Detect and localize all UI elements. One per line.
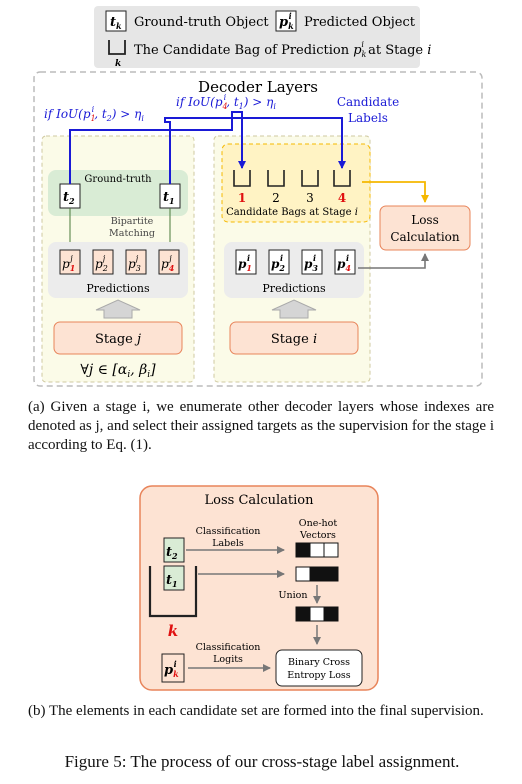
svg-text:One-hot: One-hot bbox=[299, 518, 338, 529]
bce-loss-box bbox=[275, 649, 363, 687]
candidate-labels-text: Candidate bbox=[337, 95, 399, 109]
stage-i-box bbox=[229, 321, 359, 355]
svg-text:Loss: Loss bbox=[411, 213, 439, 227]
predictions-j-box bbox=[48, 242, 188, 298]
svg-text:Entropy Loss: Entropy Loss bbox=[287, 670, 351, 681]
svg-text:Classification: Classification bbox=[196, 526, 261, 537]
union-label: Union bbox=[278, 590, 307, 601]
predictions-i-label: Predictions bbox=[262, 282, 326, 295]
svg-text:k: k bbox=[115, 59, 121, 69]
onehot-vector-2 bbox=[295, 566, 339, 582]
bag-k-label: k bbox=[168, 622, 178, 640]
loss-calculation-panel: Loss Calculation t2 t1 k pki Classificat… bbox=[139, 485, 379, 691]
legend-pred-label: Predicted Object bbox=[304, 15, 416, 30]
stage-j-label: Stage j bbox=[95, 332, 141, 347]
loss-calculation-box bbox=[379, 205, 471, 251]
predictions-i-box bbox=[224, 242, 364, 298]
candidate-bags-box bbox=[221, 143, 371, 223]
svg-text:t1: t1 bbox=[163, 190, 175, 206]
svg-text:p4j: p4j bbox=[161, 254, 175, 273]
svg-text:2: 2 bbox=[272, 191, 280, 205]
caption-b: (b) The elements in each candidate set a… bbox=[28, 703, 484, 719]
svg-text:Labels: Labels bbox=[212, 538, 244, 549]
stage-j-box bbox=[53, 321, 183, 355]
svg-text:p2i: p2i bbox=[271, 253, 285, 273]
svg-text:t2: t2 bbox=[63, 190, 75, 206]
svg-text:Classification: Classification bbox=[196, 642, 261, 653]
svg-text:tk: tk bbox=[110, 15, 122, 31]
caption-a: (a) Given a stage i, we enumerate other … bbox=[28, 399, 494, 453]
preds-to-loss-arrow bbox=[358, 253, 429, 269]
decoder-layers-panel: Decoder Layers Ground-truth t2 t1 Bipart… bbox=[33, 71, 483, 387]
svg-text:Vectors: Vectors bbox=[299, 530, 336, 541]
bags-to-loss-arrow bbox=[362, 181, 429, 203]
ground-truth-label: Ground-truth bbox=[84, 174, 152, 185]
figure-caption: Figure 5: The process of our cross-stage… bbox=[64, 752, 460, 771]
condition-left: if IoU(p1i, t2) > ηi bbox=[44, 105, 144, 123]
svg-text:4: 4 bbox=[338, 191, 346, 205]
svg-text:p2j: p2j bbox=[95, 254, 108, 273]
bipartite-label: Bipartite bbox=[111, 216, 154, 227]
stage-i-label: Stage i bbox=[271, 332, 317, 347]
pred-i-items: p1i p2i p3i p4i bbox=[235, 249, 356, 275]
t2-to-bag1-arrow bbox=[69, 111, 246, 184]
bag-icon bbox=[148, 566, 198, 618]
svg-text:Matching: Matching bbox=[109, 228, 155, 239]
svg-text:Logits: Logits bbox=[213, 654, 243, 665]
svg-text:3: 3 bbox=[306, 191, 314, 205]
bag-icon: k bbox=[108, 40, 126, 69]
panel-b-title: Loss Calculation bbox=[205, 493, 315, 508]
legend-gt-label: Ground-truth Object bbox=[134, 15, 269, 30]
ground-truth-box bbox=[48, 170, 188, 216]
svg-text:t1: t1 bbox=[166, 573, 178, 589]
candidate-bags: 1 2 3 4 bbox=[233, 170, 351, 205]
forall-range: ∀j ∈ [αi, βi] bbox=[80, 362, 156, 380]
svg-text:pki: pki bbox=[164, 659, 179, 679]
svg-text:p4i: p4i bbox=[337, 253, 351, 273]
svg-text:Calculation: Calculation bbox=[390, 230, 460, 244]
svg-text:pki: pki bbox=[279, 11, 294, 31]
condition-right: if IoU(p4i, t1) > ηi bbox=[176, 93, 276, 111]
legend: tk Ground-truth Object pki Predicted Obj… bbox=[94, 6, 431, 69]
svg-text:Labels: Labels bbox=[348, 111, 388, 125]
legend-bag-label: The Candidate Bag of Prediction pki at S… bbox=[134, 40, 431, 59]
panel-a-title: Decoder Layers bbox=[198, 78, 318, 96]
bags-label: Candidate Bags at Stage i bbox=[226, 207, 358, 218]
predictions-j-label: Predictions bbox=[86, 282, 150, 295]
onehot-union-vector bbox=[295, 606, 339, 622]
onehot-vector-1 bbox=[295, 542, 339, 558]
svg-text:1: 1 bbox=[238, 191, 246, 205]
svg-text:p3j: p3j bbox=[128, 254, 141, 273]
svg-text:p1i: p1i bbox=[238, 253, 252, 273]
svg-text:p3i: p3i bbox=[304, 253, 318, 273]
svg-text:Binary Cross: Binary Cross bbox=[288, 657, 350, 668]
t1-to-bag4-arrow bbox=[164, 117, 346, 184]
svg-text:p1j: p1j bbox=[62, 254, 75, 273]
pred-j-items: p1j p2j p3j p4j bbox=[59, 249, 180, 275]
